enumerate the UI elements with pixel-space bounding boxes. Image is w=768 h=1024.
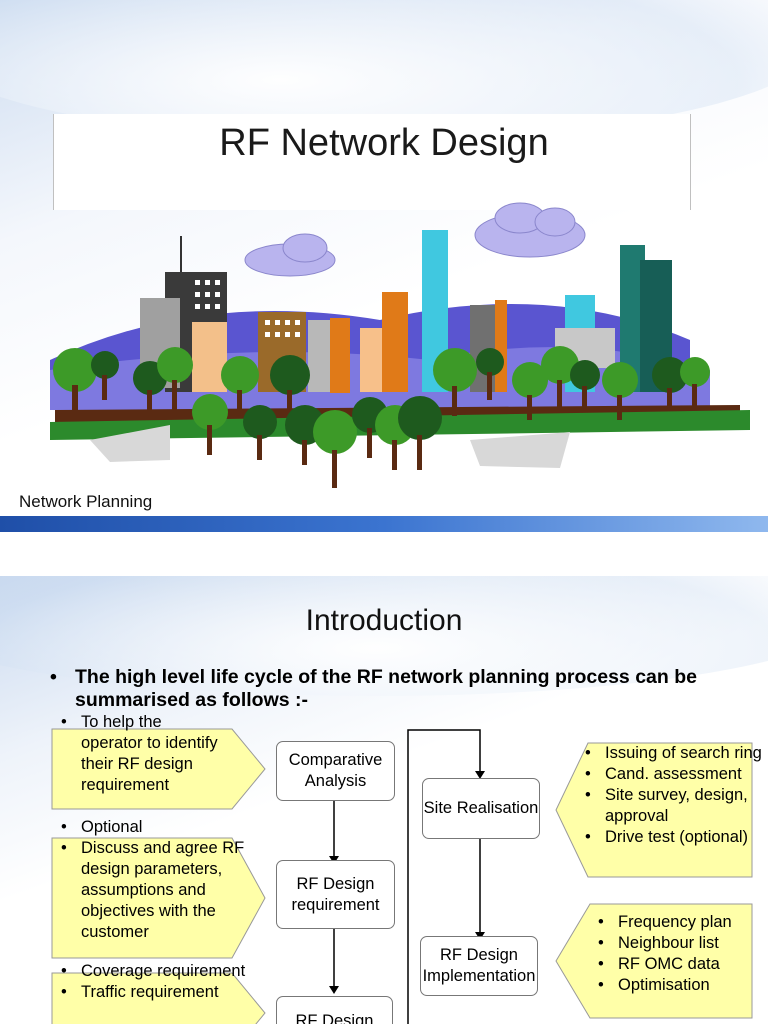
slide-1: RF Network Design bbox=[0, 0, 768, 532]
note-item: •Issuing of search ring bbox=[579, 743, 764, 764]
note-item: •Neighbour list bbox=[592, 933, 752, 954]
box-rf-design: RF Design bbox=[276, 996, 393, 1024]
note-item: •Cand. assessment bbox=[579, 764, 764, 785]
note-item: •RF OMC data bbox=[592, 954, 752, 975]
note-item-text: Optional bbox=[81, 818, 142, 836]
note-item: •Discuss and agree RF design parameters,… bbox=[55, 838, 245, 943]
note-item-text: Drive test (optional) bbox=[605, 828, 748, 846]
note-item: •Coverage requirement bbox=[55, 961, 255, 982]
note-item: •Optimisation bbox=[592, 975, 752, 996]
note-item-text: Coverage requirement bbox=[81, 962, 245, 980]
note-item-text: Traffic requirement bbox=[81, 983, 219, 1001]
note-item-text: Optimisation bbox=[618, 976, 710, 994]
slide-2: Introduction • The high level life cycle… bbox=[0, 576, 768, 1024]
note-item-text: Cand. assessment bbox=[605, 765, 742, 783]
footer-text: Network Planning bbox=[19, 492, 152, 512]
slide-title: RF Network Design bbox=[0, 122, 768, 165]
note-item: •To help the operator to identify their … bbox=[55, 712, 225, 796]
note-item-text: Discuss and agree RF design parameters, … bbox=[81, 839, 244, 941]
note-item-text: Site survey, design, approval bbox=[605, 786, 748, 825]
box-rf-design-requirement: RF Design requirement bbox=[276, 860, 395, 929]
footer-bar bbox=[0, 516, 768, 532]
note-left-3: •Coverage requirement •Traffic requireme… bbox=[55, 961, 255, 1003]
note-item: •Site survey, design, approval bbox=[579, 785, 764, 827]
note-left-2: •Optional •Discuss and agree RF design p… bbox=[55, 817, 245, 943]
note-item-text: RF OMC data bbox=[618, 955, 720, 973]
note-left-1: •To help the operator to identify their … bbox=[55, 712, 225, 796]
city-skyline-illustration bbox=[50, 200, 750, 500]
box-rf-design-implementation: RF Design Implementation bbox=[420, 936, 538, 996]
note-item: •Frequency plan bbox=[592, 912, 752, 933]
note-item: •Drive test (optional) bbox=[579, 827, 764, 848]
note-item-text: Neighbour list bbox=[618, 934, 719, 952]
note-item: •Traffic requirement bbox=[55, 982, 255, 1003]
note-item-text: Issuing of search ring bbox=[605, 744, 762, 762]
box-comparative-analysis: Comparative Analysis bbox=[276, 741, 395, 801]
slide-gap bbox=[0, 532, 768, 576]
note-right-1: •Issuing of search ring •Cand. assessmen… bbox=[579, 743, 764, 848]
note-item: •Optional bbox=[55, 817, 245, 838]
note-item-text: Frequency plan bbox=[618, 913, 732, 931]
box-site-realisation: Site Realisation bbox=[422, 778, 540, 839]
note-item-text: To help the operator to identify their R… bbox=[81, 713, 218, 794]
note-right-2: •Frequency plan •Neighbour list •RF OMC … bbox=[592, 912, 752, 996]
